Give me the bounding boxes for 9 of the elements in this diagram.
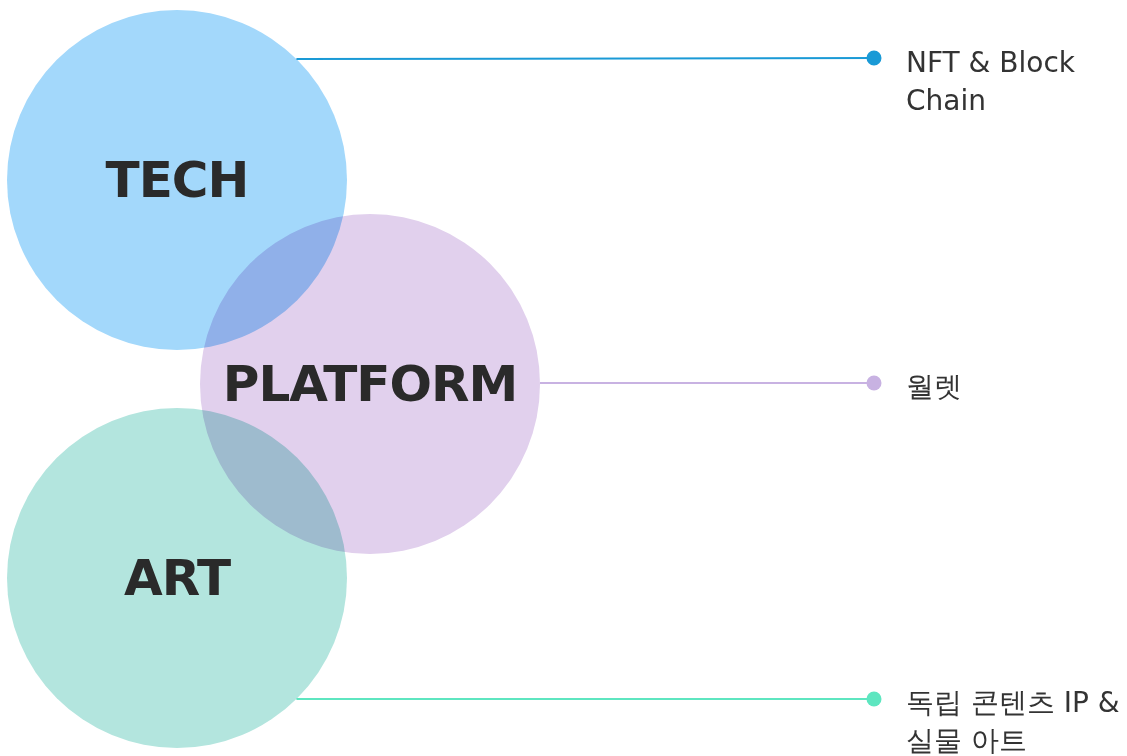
connector-line [295, 50, 882, 66]
circle-label: ART [123, 549, 231, 607]
description-text: 독립 콘텐츠 IP & 실물 아트 [906, 685, 1121, 756]
description-text: 월렛 [906, 369, 963, 405]
description-text: NFT & Block Chain [906, 45, 1077, 119]
connector-line [295, 691, 882, 707]
connector-line [539, 375, 882, 391]
circle-label: TECH [105, 151, 249, 209]
circle-label: PLATFORM [222, 355, 518, 413]
